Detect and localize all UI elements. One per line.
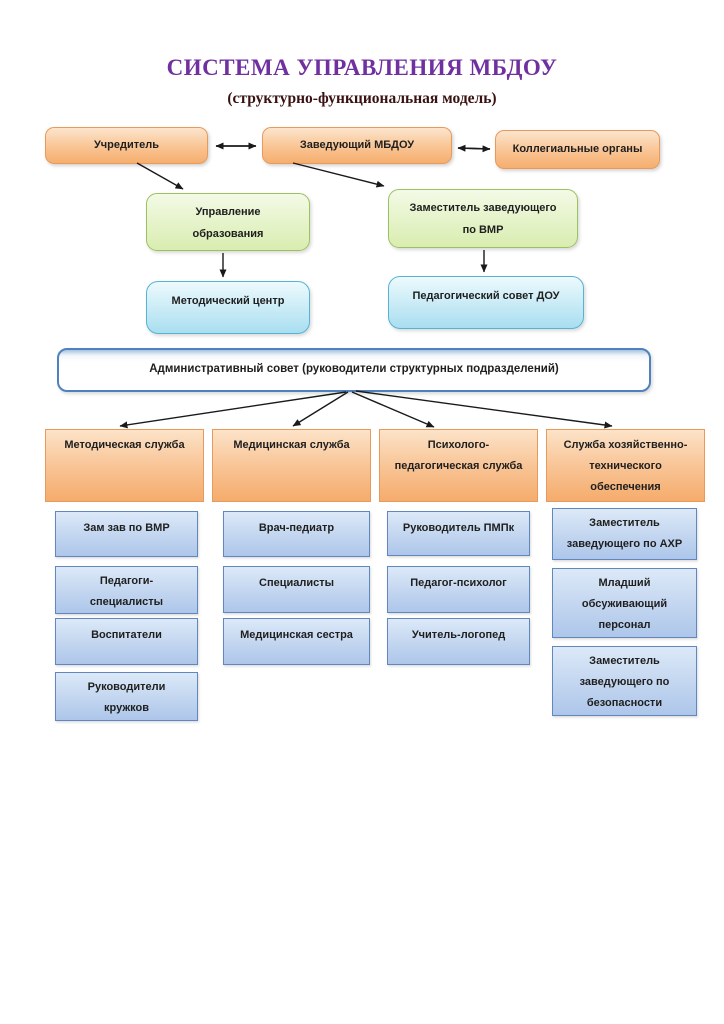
arrow-founder-education	[136, 162, 184, 190]
node-service-psych-pedagogical: Психолого- педагогическая служба	[379, 429, 538, 502]
page-subtitle: (структурно-функциональная модель)	[227, 90, 497, 107]
node-education-department: Управление образования	[146, 193, 310, 251]
node-nurse: Медицинская сестра	[223, 618, 370, 665]
node-educators: Воспитатели	[55, 618, 198, 665]
node-head-mbdou: Заведующий МБДОУ	[262, 127, 452, 164]
node-teacher-specialists: Педагоги- специалисты	[55, 566, 198, 614]
node-speech-therapist: Учитель-логопед	[387, 618, 530, 665]
arrow-admin-service-3	[351, 391, 435, 428]
node-deputy-vmr-staff: Зам зав по ВМР	[55, 511, 198, 557]
node-founder: Учредитель	[45, 127, 208, 164]
node-pediatrician: Врач-педиатр	[223, 511, 370, 557]
arrow-admin-service-1	[119, 391, 347, 429]
arrow-admin-service-4	[355, 390, 613, 429]
page-title: СИСТЕМА УПРАВЛЕНИЯ МБДОУ	[166, 55, 558, 80]
node-methodical-center: Методический центр	[146, 281, 310, 334]
node-collegial-bodies: Коллегиальные органы	[495, 130, 660, 169]
arrow-head-deputy	[292, 162, 385, 188]
arrow-admin-service-2	[292, 391, 349, 427]
node-service-technical-support: Служба хозяйственно- технического обеспе…	[546, 429, 705, 502]
node-club-leaders: Руководители кружков	[55, 672, 198, 721]
node-service-methodical: Методическая служба	[45, 429, 204, 502]
node-pmpk-leader: Руководитель ПМПк	[387, 511, 530, 556]
node-junior-service-staff: Младший обсуживающий персонал	[552, 568, 697, 638]
node-service-medical: Медицинская служба	[212, 429, 371, 502]
arrow-head-collegial	[457, 145, 491, 153]
node-pedagogical-council: Педагогический совет ДОУ	[388, 276, 584, 329]
node-deputy-head-vmr: Заместитель заведующего по ВМР	[388, 189, 578, 248]
node-deputy-ahr: Заместитель заведующего по АХР	[552, 508, 697, 560]
node-psychologist: Педагог-психолог	[387, 566, 530, 613]
arrow-collegial-head	[457, 144, 491, 152]
node-administrative-council: Административный совет (руководители стр…	[57, 348, 651, 392]
node-specialists: Специалисты	[223, 566, 370, 613]
node-deputy-security: Заместитель заведующего по безопасности	[552, 646, 697, 716]
